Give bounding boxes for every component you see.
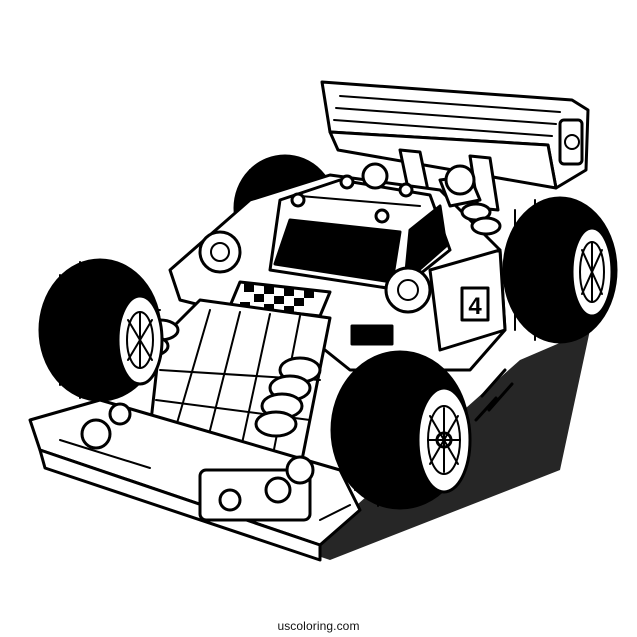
car-body: 4: [168, 162, 507, 372]
site-watermark: uscoloring.com: [277, 619, 360, 633]
front-right-wheel: [330, 350, 472, 510]
car-number: 4: [468, 293, 482, 320]
air-intakes: [198, 164, 476, 314]
front-wing: [28, 398, 362, 562]
front-left-wheel: [38, 258, 164, 402]
rear-right-wheel: [502, 196, 618, 344]
speed-lines: [474, 368, 514, 422]
